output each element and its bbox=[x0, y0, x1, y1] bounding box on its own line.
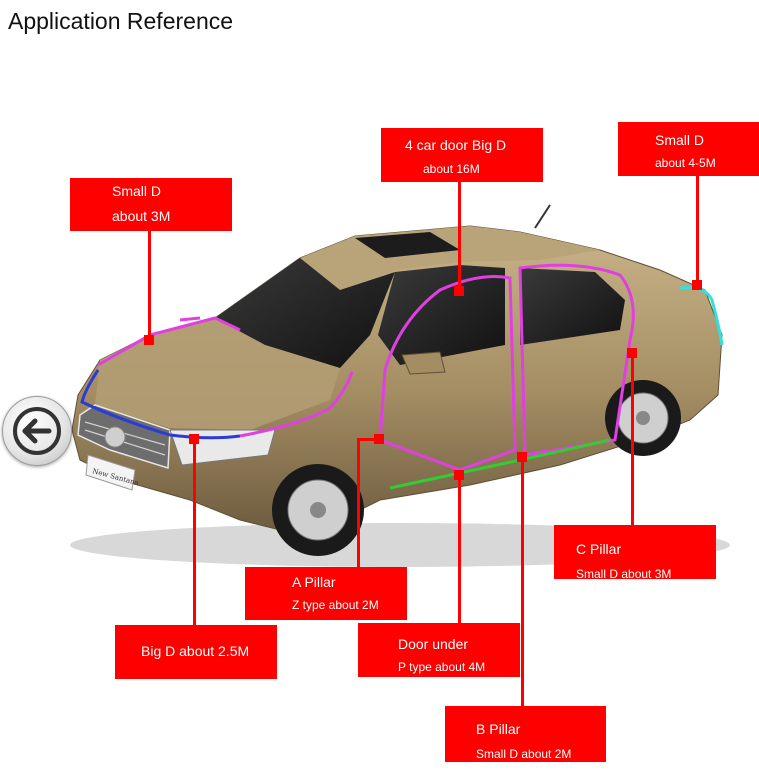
car-windshield bbox=[215, 258, 395, 368]
marker-doors bbox=[454, 286, 464, 296]
marker-hood bbox=[144, 335, 154, 345]
label-big-d-text: Big D about 2.5M bbox=[141, 643, 250, 659]
back-button[interactable] bbox=[2, 396, 72, 466]
label-b-pillar-length: Small D about 2M bbox=[476, 747, 572, 761]
car-front-window bbox=[378, 265, 505, 365]
car-logo bbox=[104, 426, 126, 448]
label-c-pillar-length: Small D about 3M bbox=[576, 567, 672, 581]
label-rear-title: Small D bbox=[655, 132, 705, 148]
left-arrow-icon bbox=[13, 407, 61, 455]
seal-hood-blue bbox=[80, 369, 241, 440]
leader-rear bbox=[696, 176, 699, 286]
leader-big-d bbox=[193, 440, 196, 625]
label-big-d: Big D about 2.5M bbox=[115, 625, 277, 679]
marker-c-pillar bbox=[627, 348, 637, 358]
marker-b-pillar bbox=[517, 452, 527, 462]
label-rear-length: about 4-5M bbox=[655, 156, 716, 170]
seal-front-door bbox=[378, 275, 517, 472]
leader-hood bbox=[148, 230, 151, 340]
label-hood: Small D about 3M bbox=[70, 178, 232, 231]
label-hood-length: about 3M bbox=[112, 208, 171, 224]
label-doors-length: about 16M bbox=[423, 162, 480, 176]
marker-door-under bbox=[454, 470, 464, 480]
label-c-pillar: C Pillar Small D about 3M bbox=[554, 525, 716, 581]
leader-door-under bbox=[458, 478, 461, 624]
leader-b-pillar bbox=[521, 460, 524, 708]
label-a-pillar-title: A Pillar bbox=[292, 574, 336, 590]
marker-a-pillar bbox=[374, 434, 384, 444]
label-door-under-length: P type about 4M bbox=[398, 660, 486, 674]
seal-fender-magenta bbox=[239, 371, 354, 438]
label-c-pillar-title: C Pillar bbox=[576, 541, 622, 557]
car-hood bbox=[95, 318, 340, 430]
leader-doors bbox=[458, 182, 461, 292]
seal-hood-magenta bbox=[97, 316, 241, 367]
label-rear: Small D about 4-5M bbox=[618, 122, 759, 176]
page-title: Application Reference bbox=[8, 8, 234, 34]
label-b-pillar-title: B Pillar bbox=[476, 721, 521, 737]
leader-c-pillar bbox=[631, 355, 634, 527]
side-mirror bbox=[401, 351, 446, 375]
label-doors-title: 4 car door Big D bbox=[405, 137, 507, 153]
label-door-under-title: Door under bbox=[398, 636, 469, 652]
label-a-pillar: A Pillar Z type about 2M bbox=[245, 567, 407, 620]
leader-a-pillar bbox=[357, 440, 360, 567]
label-b-pillar: B Pillar Small D about 2M bbox=[445, 706, 606, 762]
label-door-under: Door under P type about 4M bbox=[358, 623, 520, 677]
label-hood-title: Small D bbox=[112, 183, 162, 199]
car-sunroof bbox=[355, 232, 460, 258]
marker-rear bbox=[692, 280, 702, 290]
car-rear-window bbox=[520, 268, 625, 345]
leader-a-pillar-h bbox=[357, 438, 379, 441]
label-doors: 4 car door Big D about 16M bbox=[381, 128, 543, 182]
marker-big-d bbox=[189, 434, 199, 444]
seal-rear-door bbox=[518, 263, 635, 457]
label-a-pillar-length: Z type about 2M bbox=[292, 598, 379, 612]
